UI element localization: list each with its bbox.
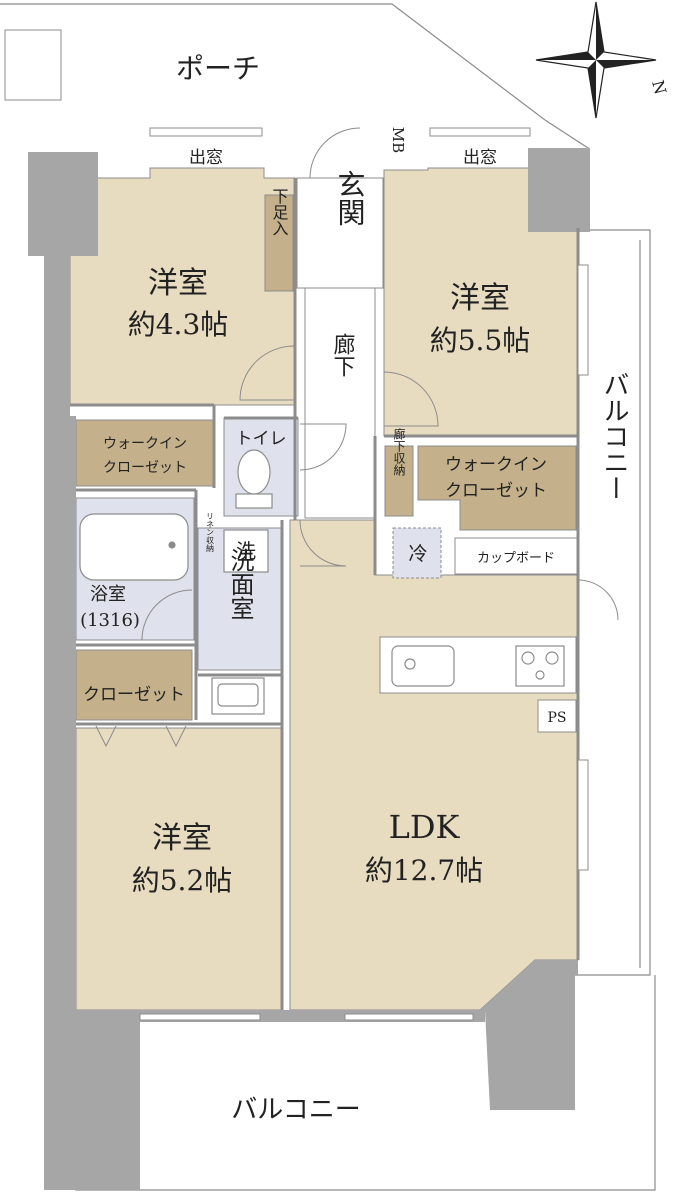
closet-area <box>75 649 193 721</box>
balcony-south-label: バルコニー <box>231 1095 360 1125</box>
cupboard-area <box>454 537 578 575</box>
window-rails <box>4 29 589 1021</box>
hall-storage-label: 廊下収納 <box>392 427 406 476</box>
entrance-label: 玄関 <box>334 170 367 226</box>
stove <box>515 645 565 687</box>
western-room-ne-name: 洋室 <box>450 281 510 316</box>
cupboard-label: カップボード <box>477 551 555 566</box>
bay-window-right-label: 出窓 <box>463 148 497 168</box>
western-room-nw-name: 洋室 <box>148 266 208 301</box>
toilet-label: トイレ <box>236 429 287 449</box>
mb-label: MB <box>389 127 407 153</box>
bathroom-size: (1316) <box>80 610 140 631</box>
structural-walls <box>28 148 590 1190</box>
compass-north-label: N <box>648 78 670 96</box>
fridge-label: 冷 <box>408 543 427 565</box>
shoe-storage-label: 下足入 <box>270 188 289 236</box>
western-room-nw-size: 約4.3帖 <box>128 308 229 341</box>
walk-in-closet-right-area <box>417 445 577 531</box>
walk-in-closet-right-line2: クローゼット <box>445 481 547 501</box>
western-room-ne-size: 約5.5帖 <box>430 324 531 357</box>
ldk-area <box>289 519 579 1011</box>
linen-storage-label: リネン収納 <box>206 512 215 553</box>
washroom-label: 洗面室 <box>226 548 254 620</box>
western-room-sw-size: 約5.2帖 <box>132 864 233 897</box>
walk-in-closet-left-area <box>75 419 215 487</box>
hall-storage-area <box>384 445 414 517</box>
walk-in-closet-left-line1: ウォークイン <box>103 436 187 452</box>
bathtub <box>79 513 189 581</box>
ps-area <box>537 699 577 733</box>
bay-window-left-label: 出窓 <box>189 148 223 168</box>
bathroom-name: 浴室 <box>90 584 126 605</box>
ldk-name: LDK <box>389 808 461 846</box>
toilet-bowl <box>237 449 271 495</box>
shoe-storage-area <box>264 194 294 292</box>
walk-in-closet-right-line1: ウォークイン <box>445 455 547 475</box>
fixtures <box>79 449 565 715</box>
western-room-sw-name: 洋室 <box>152 821 212 856</box>
door-swings <box>95 127 619 748</box>
hallway-area <box>304 287 376 519</box>
washer-label: 洗 <box>236 539 256 563</box>
balcony-east-label: バルコニー <box>599 371 629 501</box>
fridge-area <box>392 527 442 579</box>
toilet-tank <box>235 493 273 509</box>
ldk-size: 約12.7帖 <box>365 854 483 887</box>
compass: N <box>535 1 670 119</box>
washer-box <box>223 529 269 573</box>
walk-in-closet-left-line2: クローゼット <box>103 460 187 476</box>
closet-label: クローゼット <box>83 685 185 705</box>
ps-label: PS <box>547 710 566 726</box>
western-room-sw-area <box>75 727 283 1011</box>
kitchen-sink <box>391 645 455 687</box>
hallway-label: 廊下 <box>330 333 356 377</box>
porch-label: ポーチ <box>176 52 260 85</box>
labels: ポーチ 出窓 出窓 MB 玄関 下足入 廊下 廊下収納 洋室 約4.3帖 洋室 … <box>80 52 629 1125</box>
